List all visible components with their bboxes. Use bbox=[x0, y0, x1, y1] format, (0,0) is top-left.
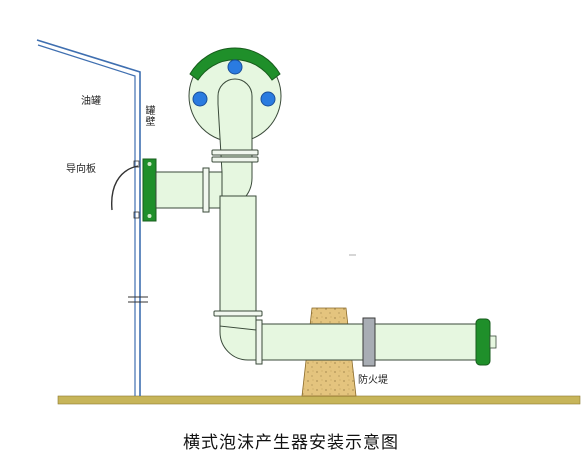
ground-strip bbox=[57, 395, 581, 405]
generator-cap bbox=[189, 47, 281, 81]
label-tank-wall: 罐壁 bbox=[145, 106, 156, 128]
label-tank: 油罐 bbox=[81, 96, 101, 107]
diagram-caption: 横式泡沫产生器安装示意图 bbox=[183, 433, 399, 453]
generator-riser bbox=[217, 78, 253, 209]
pipe-coupling bbox=[362, 317, 376, 367]
end-flange bbox=[475, 318, 491, 366]
deflector-plate-icon bbox=[111, 165, 139, 211]
label-deflector: 导向板 bbox=[66, 164, 96, 175]
flange-icon bbox=[142, 158, 157, 222]
tank-wall-outer bbox=[36, 39, 141, 396]
bolt-hole-top bbox=[227, 59, 243, 75]
inlet-pipe bbox=[155, 171, 223, 209]
bolt-hole-right bbox=[260, 91, 276, 107]
bolt-hole-left bbox=[192, 91, 208, 107]
vertical-supply-pipe bbox=[219, 195, 257, 331]
tank-wall-inner bbox=[37, 44, 136, 396]
label-firewall: 防火堤 bbox=[358, 375, 388, 386]
